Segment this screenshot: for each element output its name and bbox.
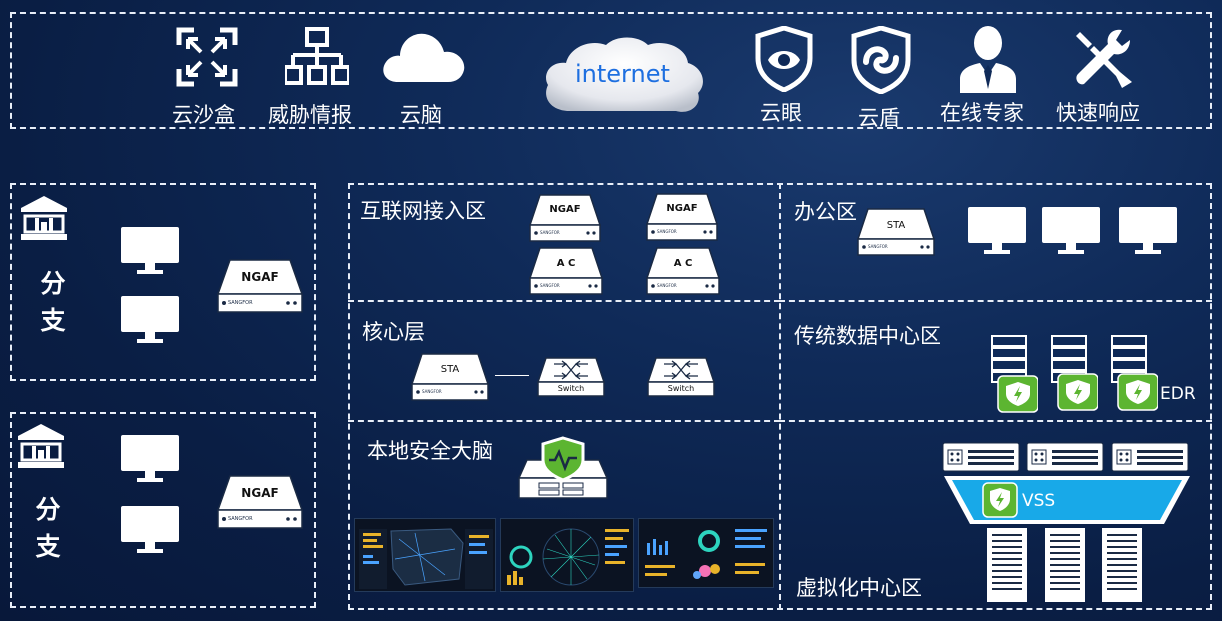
vendor-mark: SANGFOR xyxy=(228,300,253,306)
vendor-mark: SANGFOR xyxy=(657,229,677,234)
branch-label-char: 支 xyxy=(35,532,61,561)
device-name: NGAF xyxy=(666,203,698,214)
device-name: Switch xyxy=(667,384,695,393)
server-with-edr-icon xyxy=(990,334,1038,414)
rapid-response-label: 快速响应 xyxy=(1056,101,1140,125)
monitor-icon xyxy=(968,207,1026,255)
zone-divider-vertical xyxy=(779,183,781,610)
device-name: NGAF xyxy=(241,270,279,284)
zone-title-core: 核心层 xyxy=(362,320,425,344)
branch-label-char: 支 xyxy=(40,306,66,335)
device-name: STA xyxy=(886,220,906,231)
monitor-icon xyxy=(121,506,179,554)
cloud-icon xyxy=(380,30,466,84)
device-name: STA xyxy=(440,364,460,375)
monitor-icon xyxy=(121,435,179,483)
branch-panel-2 xyxy=(10,412,316,608)
rack-server-icon xyxy=(1026,442,1104,472)
vendor-mark: SANGFOR xyxy=(540,283,560,288)
cloud-shield-icon xyxy=(850,26,912,94)
sta-device: STA SANGFOR xyxy=(856,207,936,257)
ngaf-device: NGAF SANGFOR xyxy=(216,258,304,314)
switch-device: Switch xyxy=(536,356,606,398)
device-name: NGAF xyxy=(549,204,581,215)
monitor-icon xyxy=(1042,207,1100,255)
vendor-mark: SANGFOR xyxy=(422,389,442,394)
threat-intel-icon xyxy=(285,27,349,87)
zone-divider xyxy=(779,300,1212,302)
rack-server-icon xyxy=(1111,442,1189,472)
ac-device: A C SANGFOR xyxy=(528,246,604,296)
internet-label: internet xyxy=(575,60,670,88)
cloud-eye-icon xyxy=(754,26,814,92)
zone-title-traditional-dc: 传统数据中心区 xyxy=(794,324,941,348)
device-name: A C xyxy=(673,258,693,269)
vss-shield-icon xyxy=(982,482,1018,518)
cloud-shield-label: 云盾 xyxy=(858,106,900,130)
cloud-brain-label: 云脑 xyxy=(400,103,442,127)
connection-line xyxy=(495,375,529,376)
vendor-mark: SANGFOR xyxy=(868,244,888,249)
tower-server-icon xyxy=(1101,527,1143,603)
ngaf-device: NGAF SANGFOR xyxy=(216,474,304,530)
threat-intel-label: 威胁情报 xyxy=(268,103,352,127)
zone-title-internet-access: 互联网接入区 xyxy=(360,199,486,223)
tower-server-icon xyxy=(1044,527,1086,603)
switch-device: Switch xyxy=(646,356,716,398)
server-with-edr-icon xyxy=(1110,334,1158,414)
zone-divider xyxy=(779,420,1212,422)
tower-server-icon xyxy=(986,527,1028,603)
branch-label-char: 分 xyxy=(35,495,61,524)
vendor-mark: SANGFOR xyxy=(540,230,560,235)
branch-panel-1 xyxy=(10,183,316,381)
building-icon xyxy=(18,424,64,468)
sandbox-icon xyxy=(176,27,238,87)
online-expert-label: 在线专家 xyxy=(940,101,1024,125)
zone-title-virtualization: 虚拟化中心区 xyxy=(796,576,922,600)
security-brain-device xyxy=(517,436,609,500)
internet-cloud-icon xyxy=(540,33,706,115)
zone-divider xyxy=(348,420,780,422)
sandbox-label: 云沙盒 xyxy=(172,103,235,127)
dashboard-thumbnail-radial xyxy=(500,518,634,592)
monitor-icon xyxy=(121,296,179,344)
vss-layer xyxy=(944,474,1190,526)
cloud-eye-label: 云眼 xyxy=(760,101,802,125)
server-with-edr-icon xyxy=(1050,334,1098,414)
ac-device: A C SANGFOR xyxy=(645,246,721,296)
monitor-icon xyxy=(1119,207,1177,255)
zone-title-local-brain: 本地安全大脑 xyxy=(367,439,493,463)
ngaf-device: NGAF SANGFOR xyxy=(528,193,602,243)
branch-label-char: 分 xyxy=(40,269,66,298)
device-name: A C xyxy=(556,258,576,269)
dashboard-thumbnail-map xyxy=(354,518,496,592)
expert-person-icon xyxy=(958,25,1018,93)
zone-title-office: 办公区 xyxy=(794,200,857,224)
branch-label-1: 分 支 xyxy=(38,265,68,339)
device-name: NGAF xyxy=(241,486,279,500)
edr-label: EDR xyxy=(1160,384,1196,404)
zone-divider xyxy=(348,300,780,302)
tools-icon xyxy=(1072,28,1134,90)
vss-label: VSS xyxy=(1022,491,1056,511)
dashboard-thumbnail-stats xyxy=(638,518,774,588)
branch-label-2: 分 支 xyxy=(33,491,63,565)
device-name: Switch xyxy=(557,384,585,393)
cloud-services-panel xyxy=(10,12,1212,129)
ngaf-device: NGAF SANGFOR xyxy=(645,192,719,242)
building-icon xyxy=(21,196,67,240)
sta-device: STA SANGFOR xyxy=(410,352,490,402)
vendor-mark: SANGFOR xyxy=(657,283,677,288)
rack-server-icon xyxy=(942,442,1020,472)
monitor-icon xyxy=(121,227,179,275)
vendor-mark: SANGFOR xyxy=(228,516,253,522)
